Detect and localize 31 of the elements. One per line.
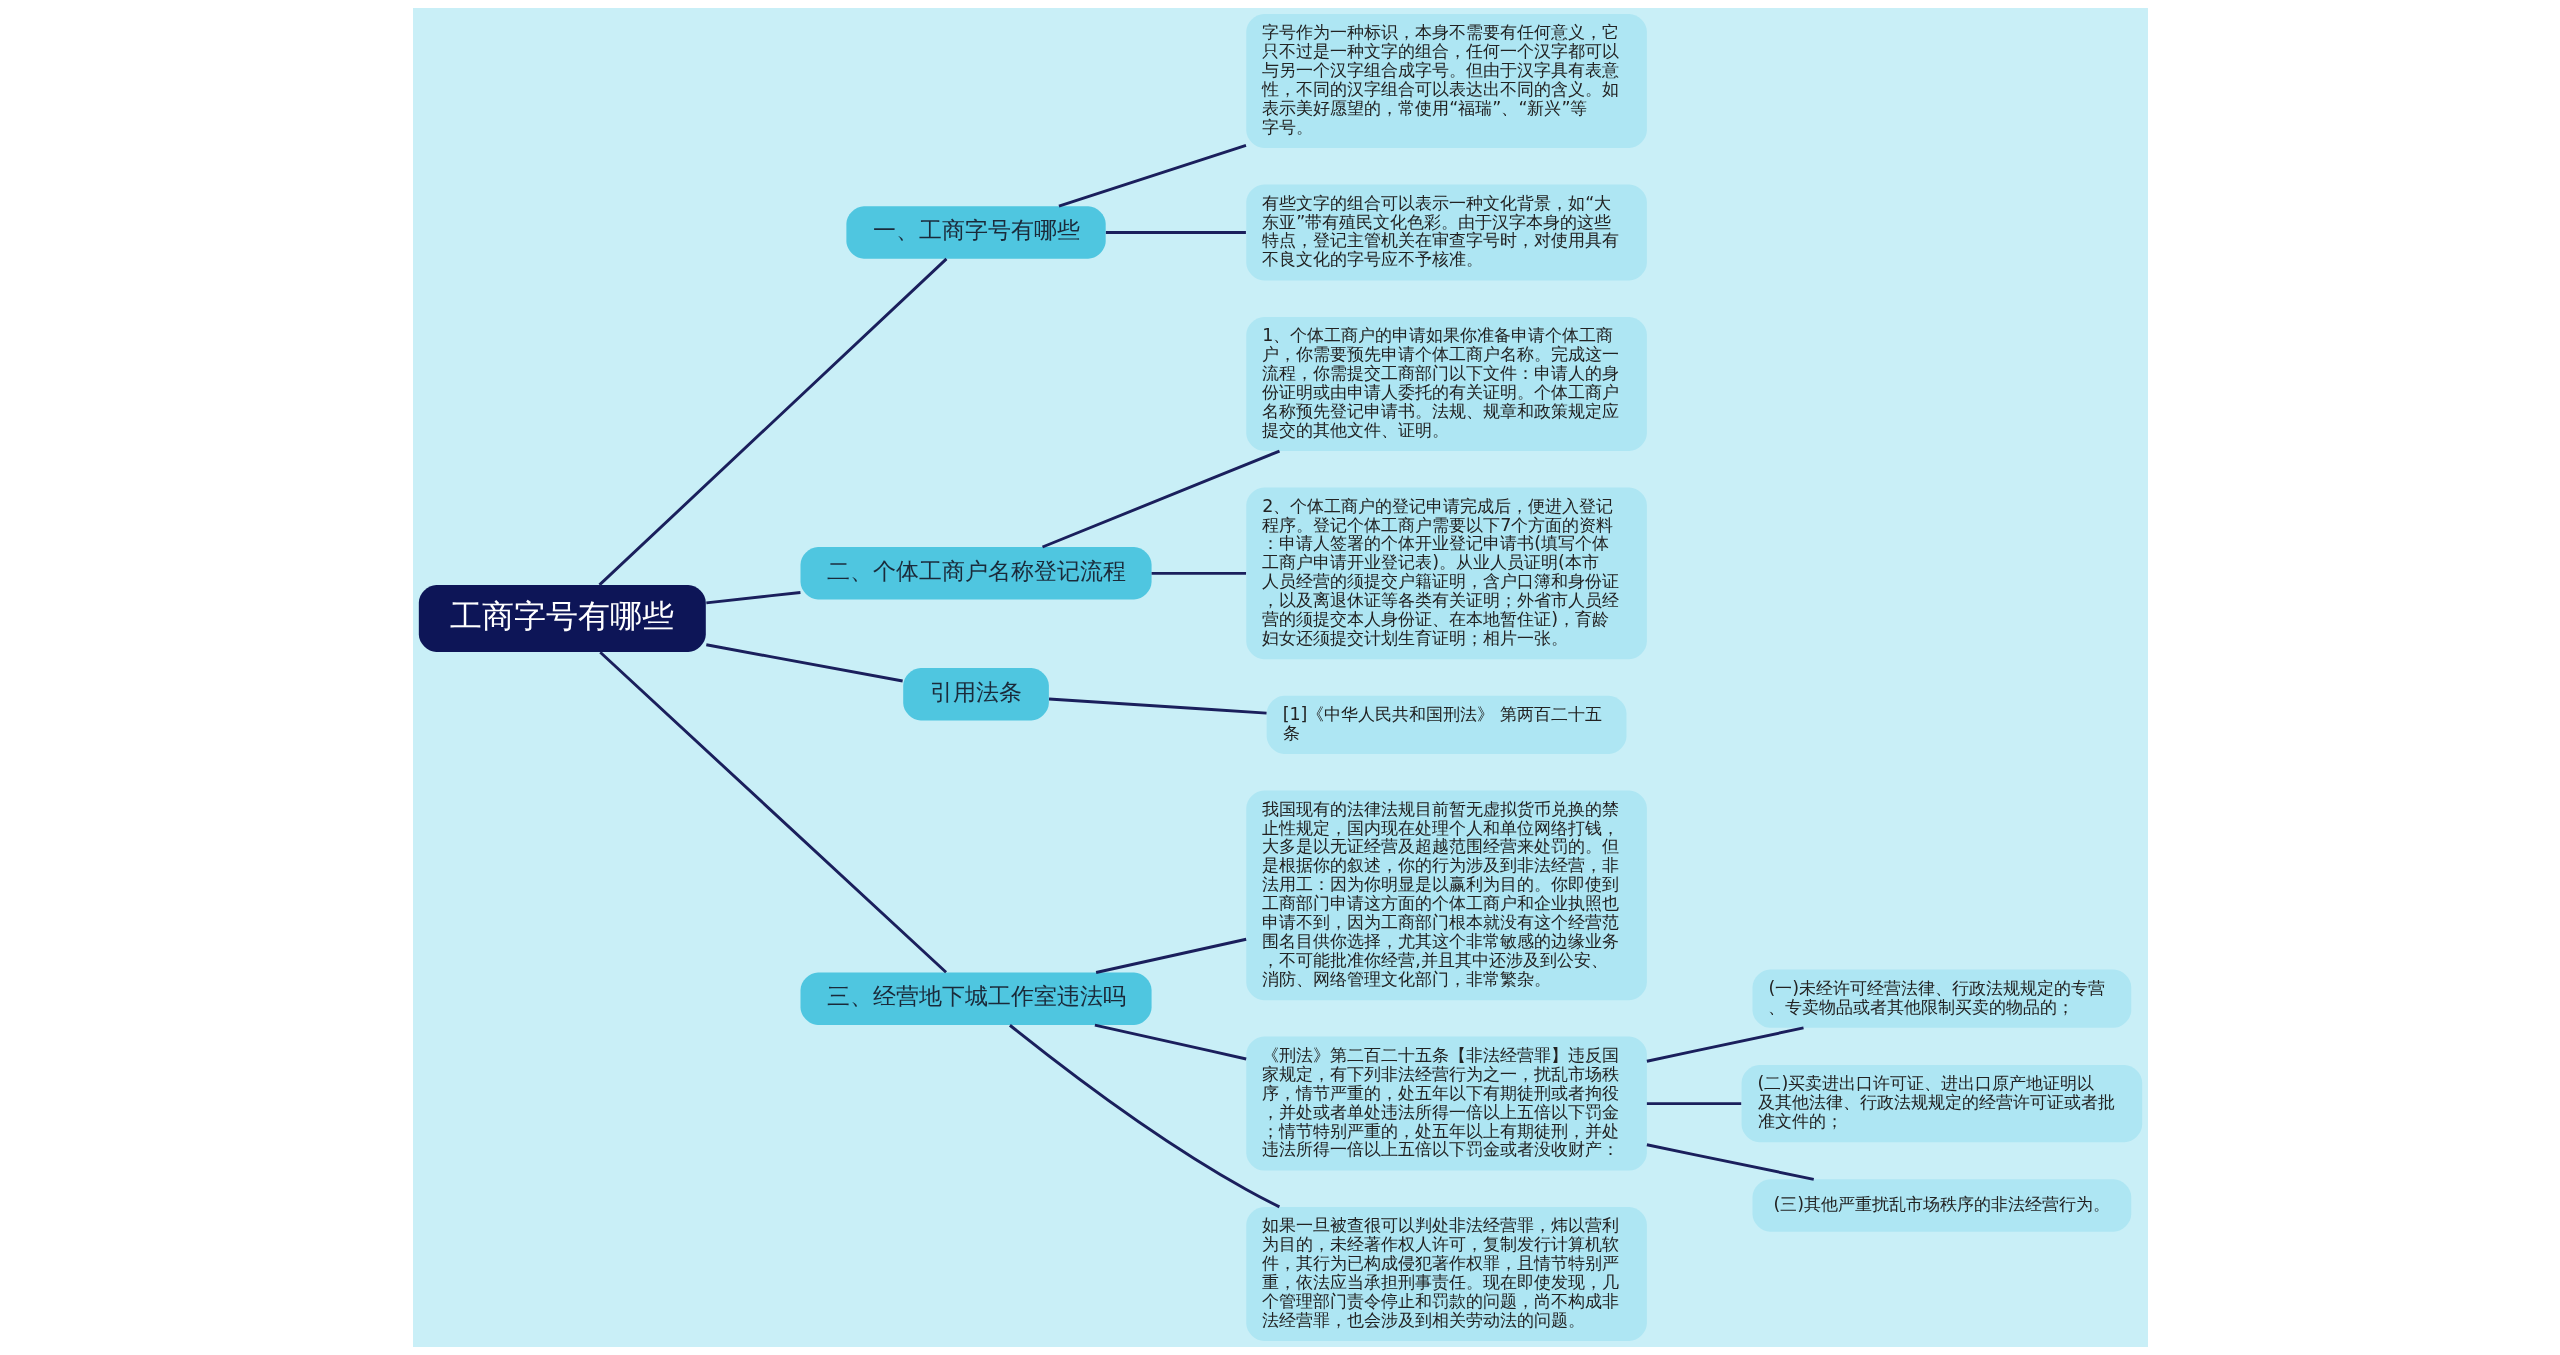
node-box: (二)买卖进出口许可证、进出口原产地证明以及其他法律、行政法规规定的经营许可证或者批准文件的； <box>1741 1065 2142 1143</box>
connector <box>1041 449 1280 549</box>
node-box: 1、个体工商户的申请如果你准备申请个体工商户，你需要预先申请个体工商户名称。完成这一流程，你需提交工商部门以下文件：申请人的身份证明或由申请人委托的有关证明。个体工商户名称预先登记申请书。法规、规章和政策规定应提交的其他文件、证明。 <box>1245 316 1647 451</box>
node-box: (一)未经许可经营法律、行政法规规定的专营、专卖物品或者其他限制买卖的物品的； <box>1752 969 2131 1028</box>
node-box: 如果一旦被查很可以判处非法经营罪，炜以营利为目的，未经著作权人许可，复制发行计算机软件，其行为已构成侵犯著作权罪，且情节特别严重，依法应当承担刑事责任。现在即使发现，几个管理部门责令停止和罚款的问题，尚不构成非法经营罪，也会涉及到相关劳动法的问题。 <box>1245 1207 1647 1342</box>
connector <box>1048 697 1267 715</box>
connector <box>1008 1024 1280 1209</box>
node-box: [1]《中华人民共和国刑法》 第两百二十五条 <box>1266 695 1626 754</box>
connector <box>598 651 947 974</box>
node-box: 我国现有的法律法规目前暂无虚拟货币兑换的禁止性规定，国内现在处理个人和单位网络打钱，大多是以无证经营及超越范围经营来处罚的。但是根据你的叙述，你的行为涉及到非法经营，非法用工：因为你明显是以赢利为目的。你即使到工商部门申请这方面的个体工商户和企业执照也申请不到，因为工商部门根本就没有这个经营范围名目供你选择，尤其这个非常敏感的边缘业务，不可能批准你经营,并且其中还涉及到公安、消防、网络管理文化部门，非常繁杂。 <box>1245 790 1647 1001</box>
node-box: 工商字号有哪些 <box>418 585 706 652</box>
node-box: 有些文字的组合可以表示一种文化背景，如“大东亚”带有殖民文化色彩。由于汉字本身的这些特点，登记主管机关在审查字号时，对使用具有不良文化的字号应不予核准。 <box>1245 184 1647 281</box>
connector <box>1105 231 1246 234</box>
connector <box>1094 1023 1246 1061</box>
connector <box>1058 144 1246 208</box>
node-box: 《刑法》第二百二十五条【非法经营罪】违反国家规定，有下列非法经营行为之一，扰乱市场秩序，情节严重的，处五年以下有期徒刑或者拘役，并处或者单处违法所得一倍以上五倍以下罚金；情节特别严重的，处五年以上有期徒刑，并处违法所得一倍以上五倍以下罚金或者没收财产： <box>1245 1036 1647 1171</box>
connector <box>1646 1102 1741 1106</box>
node-box: (三)其他严重扰乱市场秩序的非法经营行为。 <box>1752 1179 2131 1232</box>
connector <box>1646 1143 1814 1181</box>
node-box: 2、个体工商户的登记申请完成后，便进入登记程序。登记个体工商户需要以下7个方面的资料：申请人签署的个体开业登记申请书(填写个体工商户申请开业登记表)。从业人员证明(本市人员经营的须提交户籍证明，含户口簿和身份证，以及离退休证等各类有关证明；外省市人员经营的须提交本人身份证、在本地暂住证)，育龄妇女还须提交计划生育证明；相片一张。 <box>1245 487 1647 660</box>
connector <box>705 643 903 683</box>
node-box: 引用法条 <box>902 668 1049 721</box>
node-box: 一、工商字号有哪些 <box>845 206 1106 259</box>
connector <box>1646 1026 1804 1063</box>
connector <box>705 591 801 605</box>
node-box: 字号作为一种标识，本身不需要有任何意义，它只不过是一种文字的组合，任何一个汉字都可以与另一个汉字组合成字号。但由于汉字具有表意性，不同的汉字组合可以表达出不同的含义。如表示美好愿望的，常使用“福瑞”、“新兴”等字号。 <box>1245 13 1647 148</box>
connector <box>598 257 947 586</box>
node-box: 二、个体工商户名称登记流程 <box>800 547 1152 600</box>
connector <box>1151 571 1246 575</box>
node-box: 三、经营地下城工作室违法吗 <box>800 972 1152 1025</box>
connector <box>1095 937 1246 974</box>
